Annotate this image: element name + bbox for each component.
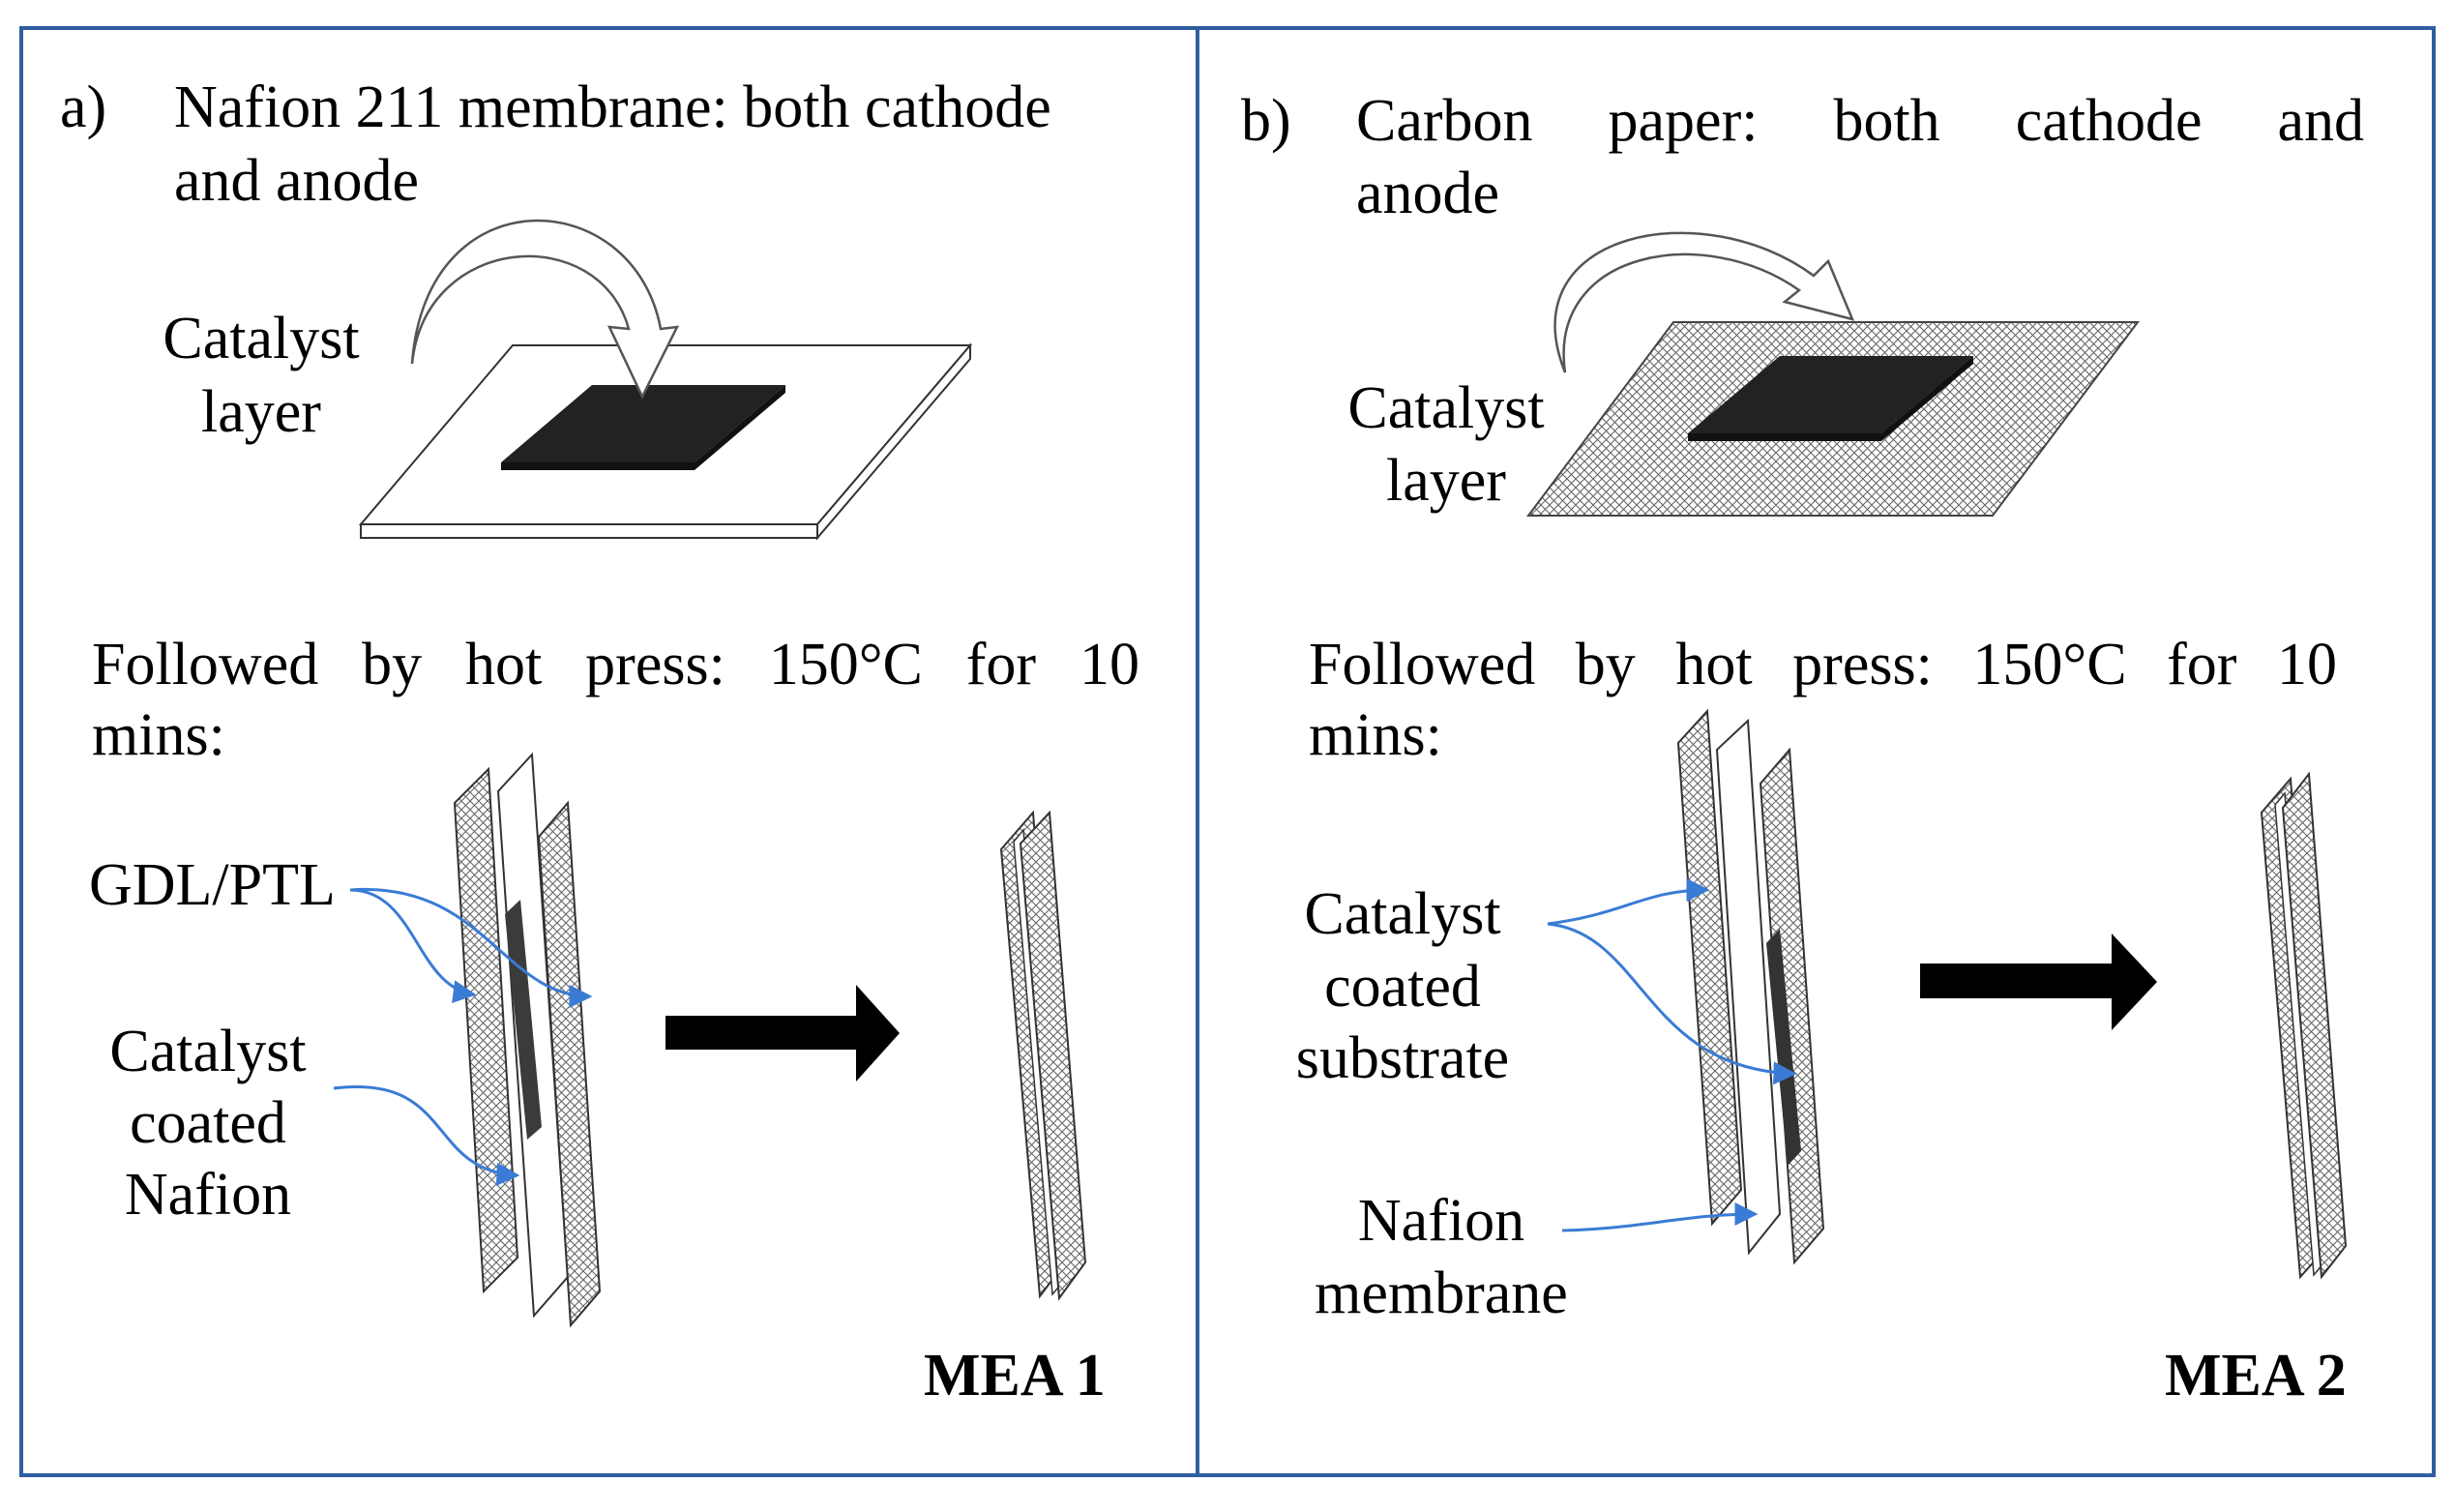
coated-nafion-label-2: coated [130, 1090, 286, 1156]
panel-a-heading-line2: and anode [174, 148, 420, 214]
panel-a-catalyst-label-1: Catalyst [163, 306, 360, 371]
panel-b-heading-line1: Carbon paper: both cathode and [1356, 88, 2364, 154]
catalyst-layer-square-b [1688, 356, 1973, 441]
gdl-ptl-front [537, 800, 602, 1328]
coated-substrate-label-3: substrate [1295, 1025, 1510, 1091]
panel-b-catalyst-label-2: layer [1386, 448, 1506, 514]
curved-arrow-b [1553, 231, 1855, 373]
panel-b-frame [1196, 26, 2436, 1477]
coated-nafion-label-3: Nafion [124, 1162, 292, 1228]
nafion-membrane-label-2: membrane [1315, 1260, 1568, 1326]
panel-b-catalyst-label-1: Catalyst [1347, 375, 1545, 441]
mea-1-label: MEA 1 [924, 1343, 1106, 1408]
nafion-leader [333, 1085, 520, 1186]
process-arrow-a [666, 985, 900, 1082]
panel-a-letter: a) [60, 74, 107, 140]
nafion-membrane-b [1715, 718, 1782, 1256]
mea-1-assembly [999, 810, 1087, 1301]
gdl-ptl-back [453, 766, 519, 1294]
mea-2-label: MEA 2 [2165, 1343, 2347, 1408]
curved-arrow-a [410, 220, 680, 400]
gdl-leader-2 [349, 887, 593, 1008]
coated-substrate-label-1: Catalyst [1304, 881, 1501, 947]
coated-nafion-label-1: Catalyst [109, 1019, 307, 1084]
panel-b-letter: b) [1241, 88, 1291, 154]
panel-a-hot-press-line1: Followed by hot press: 150°C for 10 [92, 632, 1139, 697]
panel-b-hot-press-line2: mins: [1309, 702, 1442, 768]
catalyst-layer-square-a [501, 385, 785, 470]
catalyst-coated-substrate-front [1759, 747, 1825, 1265]
panel-b-heading-line2: anode [1356, 161, 1500, 226]
panel-b-hot-press-line1: Followed by hot press: 150°C for 10 [1309, 632, 2337, 697]
catalyst-coated-substrate-back [1676, 708, 1743, 1227]
gdl-leader-1 [349, 888, 477, 1004]
substrate-leader-1 [1547, 878, 1710, 926]
panel-a-heading-line1: Nafion 211 membrane: both cathode [174, 74, 1051, 140]
nafion-membrane-label-1: Nafion [1357, 1188, 1525, 1254]
panel-a-catalyst-label-2: layer [201, 379, 321, 445]
coated-substrate-label-2: coated [1324, 954, 1481, 1020]
mea-2-assembly [2260, 771, 2348, 1280]
panel-a-hot-press-line2: mins: [92, 702, 225, 768]
gdl-ptl-label: GDL/PTL [89, 852, 336, 918]
substrate-leader-2 [1547, 922, 1797, 1085]
process-arrow-b [1920, 934, 2157, 1030]
nafion-membrane-leader [1561, 1202, 1759, 1232]
